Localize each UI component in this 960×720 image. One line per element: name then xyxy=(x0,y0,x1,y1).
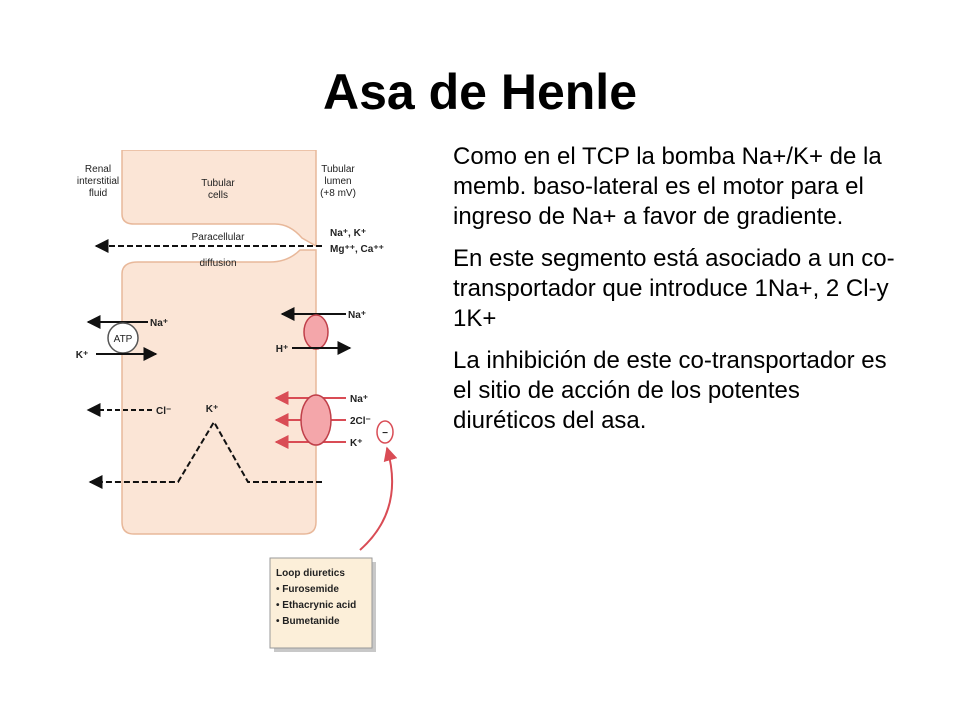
diuretic-item-2: • Ethacrynic acid xyxy=(276,600,356,611)
nkcc2-cotransporter xyxy=(300,394,332,446)
antiporter-h-label: H⁺ xyxy=(276,344,289,355)
na-h-antiporter xyxy=(303,314,329,350)
paragraph-1: Como en el TCP la bomba Na+/K+ de la mem… xyxy=(453,143,882,230)
paracellular-ions-2: Mg⁺⁺, Ca⁺⁺ xyxy=(330,244,384,255)
inhibition-arrow xyxy=(359,446,398,551)
paracellular-label-2: diffusion xyxy=(199,258,236,269)
upper-tubular-cell xyxy=(121,150,317,248)
paragraph-3: La inhibición de este co-transportador e… xyxy=(453,347,887,434)
k-mid-label: K⁺ xyxy=(206,404,219,415)
tubular-lumen-label-1: Tubular xyxy=(321,164,355,175)
slide-title: Asa de Henle xyxy=(322,64,637,120)
renal-interstitial-label-1: Renal xyxy=(85,164,111,175)
atp-label: ATP xyxy=(114,334,133,345)
paragraph-2: En este segmento está asociado a un co-t… xyxy=(453,245,895,332)
diuretic-item-3: • Bumetanide xyxy=(276,616,340,627)
inhibition-sign: − xyxy=(382,428,388,439)
diuretic-item-1: • Furosemide xyxy=(276,584,339,595)
tubular-cells-label-2: cells xyxy=(208,190,228,201)
diuretics-heading: Loop diuretics xyxy=(276,568,345,579)
renal-interstitial-label-2: interstitial xyxy=(77,176,119,187)
paracellular-label-1: Paracellular xyxy=(192,232,245,243)
paracellular-ions-1: Na⁺, K⁺ xyxy=(330,228,366,239)
nkcc-cl-label: 2Cl⁻ xyxy=(350,416,371,427)
explanation-text: Como en el TCP la bomba Na+/K+ de la mem… xyxy=(453,142,908,448)
inhibition-circle xyxy=(376,420,394,444)
cl-label: Cl⁻ xyxy=(156,406,171,417)
lower-tubular-cell xyxy=(121,249,317,535)
nkcc-k-label: K⁺ xyxy=(350,438,363,449)
renal-interstitial-label-3: fluid xyxy=(89,188,107,199)
tubular-lumen-label-2: lumen xyxy=(324,176,351,187)
nkcc-na-label: Na⁺ xyxy=(350,394,368,405)
k-recycling-path xyxy=(88,420,322,489)
pump-na-label: Na⁺ xyxy=(150,318,168,329)
diuretics-box xyxy=(269,557,373,649)
loop-of-henle-diagram: Renal interstitial fluid Tubular cells T… xyxy=(76,150,398,652)
tubular-cells-label-1: Tubular xyxy=(201,178,235,189)
tubular-lumen-label-3: (+8 mV) xyxy=(320,188,356,199)
pump-k-label: K⁺ xyxy=(76,350,89,361)
antiporter-na-label: Na⁺ xyxy=(348,310,366,321)
